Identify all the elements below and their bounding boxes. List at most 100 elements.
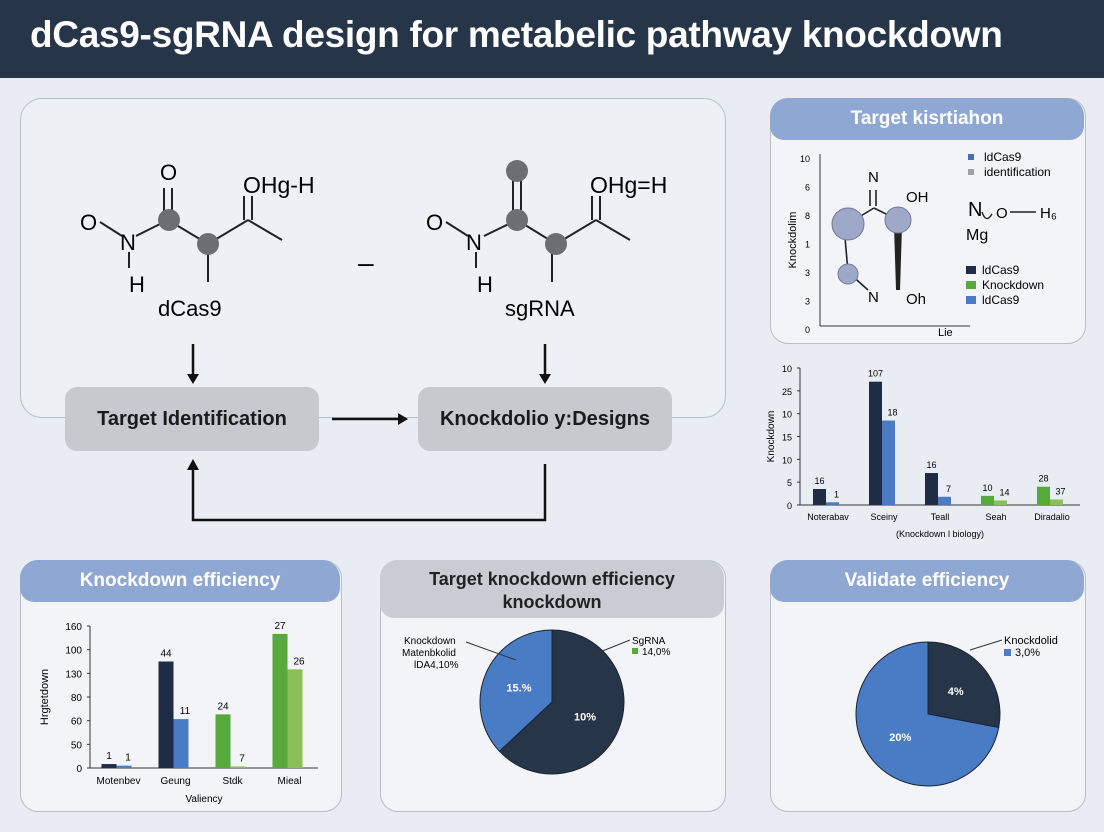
data-label: 27 [274, 621, 286, 632]
atom-o: O [160, 160, 177, 185]
target-identification-label: Target Identification [97, 407, 287, 430]
y-tick-label: 25 [782, 387, 792, 397]
legend-swatch [966, 266, 976, 274]
slice-label: 4% [948, 686, 964, 698]
atom-sphere [197, 233, 219, 255]
atom-n: N [968, 199, 982, 221]
atom-sphere [158, 209, 180, 231]
bar [1037, 486, 1050, 505]
data-label: 7 [946, 484, 951, 494]
target-identification-box: Target Identification [65, 387, 319, 451]
atom-oh: Oh [906, 291, 926, 308]
design-box: Knockdolio y:Designs [418, 387, 672, 451]
atom-o: O [80, 210, 97, 235]
legend-swatch [966, 296, 976, 304]
atom-n: N [868, 289, 879, 306]
bar [981, 495, 994, 505]
atom-oh: OH [906, 189, 929, 206]
bar [882, 420, 895, 505]
legend-swatch [1004, 649, 1011, 656]
atom-sphere [506, 209, 528, 231]
data-label: 28 [1038, 474, 1048, 484]
y-tick-label: 60 [71, 717, 83, 728]
pie-chart-target: 10%15.%KnockdownMatenbkolidlDA4,10%SgRNA… [402, 629, 670, 775]
y-tick-label: 130 [65, 669, 82, 680]
atom-sphere [831, 207, 865, 241]
y-tick-label: 80 [71, 693, 83, 704]
feedback-loop [191, 464, 547, 522]
bar [230, 766, 246, 768]
bar [101, 764, 117, 768]
atom-mg: Mg [966, 227, 988, 244]
pie-annotation: lDA4,10% [414, 660, 459, 671]
bar [215, 714, 231, 768]
data-label: 11 [180, 706, 191, 717]
bar [925, 473, 938, 505]
x-axis-label: Valiency [185, 794, 222, 805]
molecule-left-label: dCas9 [158, 296, 222, 321]
y-tick-label: 3 [805, 297, 810, 307]
page-title: dCas9-sgRNA design for metabelic pathway… [30, 14, 1003, 55]
atom-o: O [996, 205, 1008, 222]
design-label: Knockdolio y:Designs [439, 407, 651, 430]
slice-label: 20% [889, 732, 911, 744]
y-tick-label: 10 [782, 364, 792, 374]
data-label: 18 [887, 408, 897, 418]
pie-panel-2-title: Validate efficiency [844, 570, 1010, 591]
pie-annotation: 14,0% [642, 647, 670, 658]
y-axis-label: Hrgtetdown [39, 669, 51, 725]
atom-sphere [837, 263, 859, 285]
target-panel-title: Target kisrtiahon [850, 108, 1004, 129]
pie-annotation: Matenbkolid [402, 648, 456, 659]
bar [158, 661, 174, 768]
legend-label: identification [984, 165, 1051, 179]
atom-n: N [868, 169, 879, 186]
y-tick-label: 15 [782, 433, 792, 443]
atom-o: O [426, 210, 443, 235]
bar [1050, 499, 1063, 505]
title-bar: dCas9-sgRNA design for metabelic pathway… [0, 0, 1104, 78]
legend: ldCas9identificationldCas9KnockdownldCas… [966, 150, 1051, 307]
bar [116, 765, 132, 768]
data-label: 16 [926, 460, 936, 470]
y-tick-label: 0 [787, 501, 792, 511]
y-tick-label: 10 [782, 455, 792, 465]
y-tick-label: 8 [805, 211, 810, 221]
pie-annotation: 3,0% [1015, 647, 1040, 659]
pie-slice [479, 629, 553, 752]
data-label: 7 [239, 753, 245, 764]
legend-label: Knockdown [982, 278, 1044, 292]
bar [813, 489, 826, 505]
slice-label: 10% [574, 711, 596, 723]
atom-sphere [545, 233, 567, 255]
x-tick-label: Noterabav [807, 512, 849, 522]
y-tick-label: 10 [800, 154, 810, 164]
atom-n: N [466, 230, 482, 255]
pie-slice [498, 629, 625, 775]
atom-sphere [884, 206, 912, 234]
legend-swatch [966, 281, 976, 289]
target-panel-header: Target kisrtiahon [770, 98, 1084, 140]
bar [938, 496, 951, 505]
x-tick-label: Mieal [278, 776, 302, 787]
x-tick-label: Diradalio [1034, 512, 1070, 522]
y-tick-label: 0 [805, 325, 810, 335]
x-axis-label: (Knockdown l biology) [896, 529, 984, 539]
pie-annotation: Knockdown [404, 636, 456, 647]
atom-h: H [129, 272, 145, 297]
leader-line [969, 639, 1003, 651]
x-axis-label: Lie [938, 327, 953, 339]
kd-efficiency-header: Knockdown efficiency [20, 560, 340, 602]
pie-panel-2-header: Validate efficiency [770, 560, 1084, 602]
kd-efficiency-title: Knockdown efficiency [79, 570, 281, 591]
x-tick-label: Seah [985, 512, 1006, 522]
y-axis-label: Knockdown [766, 411, 777, 463]
bar [826, 502, 839, 505]
pie-annotation: Knockdolid [1004, 635, 1058, 647]
data-label: 16 [814, 476, 824, 486]
data-label: 14 [999, 487, 1009, 497]
